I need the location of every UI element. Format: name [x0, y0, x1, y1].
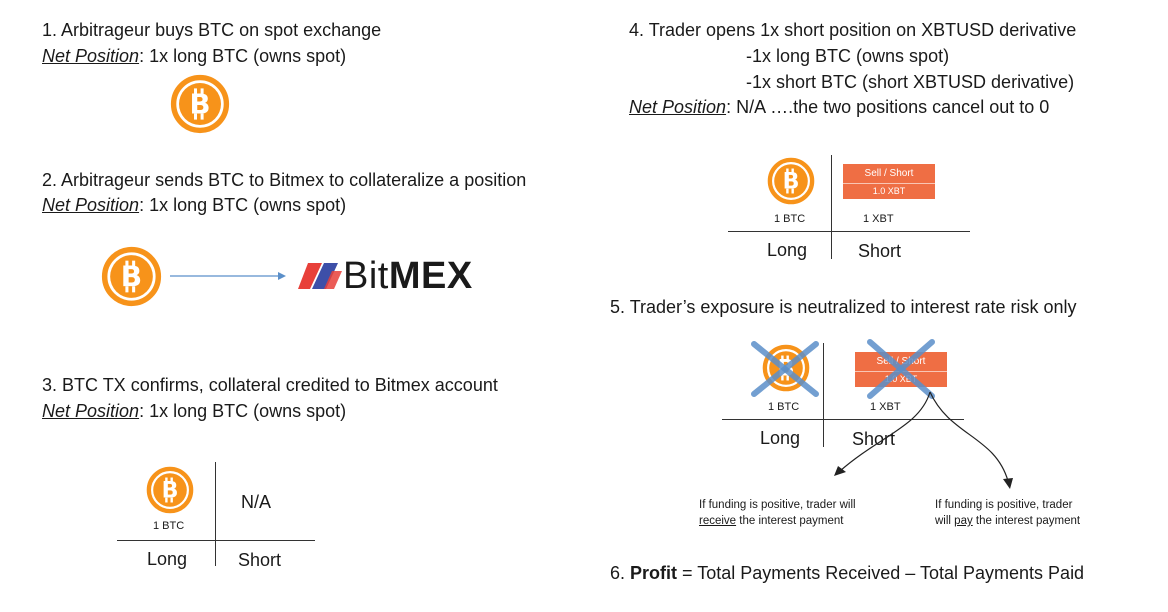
table-divider-horizontal: [728, 231, 970, 232]
branch-arrows: [834, 391, 1013, 489]
bitcoin-icon: [767, 157, 815, 205]
net-position-label: Net Position: [42, 401, 140, 421]
short-label: Short: [858, 241, 902, 261]
long-label: Long: [147, 549, 188, 569]
cross-out-icon: [867, 339, 935, 399]
sell-short-box: Sell / Short 1.0 XBT: [843, 164, 935, 199]
bitmex-logo-text: BitMEX: [343, 255, 473, 297]
table-divider-vertical: [823, 343, 824, 447]
long-label: Long: [767, 240, 808, 260]
net-position-label: Net Position: [42, 46, 140, 66]
step3-title: 3. BTC TX confirms, collateral credited …: [42, 375, 498, 395]
net-position-label: Net Position: [629, 97, 727, 117]
short-value: N/A: [241, 492, 272, 512]
sell-short-box: Sell / Short 1.0 XBT: [855, 352, 947, 387]
net-position-value: : 1x long BTC (owns spot): [139, 46, 347, 66]
short-label: Short: [852, 429, 896, 449]
table-divider-vertical: [215, 462, 216, 566]
long-amount: 1 BTC: [768, 401, 800, 413]
step4-net-position: Net Position: N/A ….the two positions ca…: [629, 96, 1049, 118]
net-position-label: Net Position: [42, 195, 140, 215]
short-amount: 1 XBT: [863, 213, 894, 225]
bitcoin-icon: [101, 246, 162, 307]
long-amount: 1 BTC: [774, 213, 806, 225]
short-amount: 1 XBT: [870, 401, 901, 413]
long-label: Long: [760, 428, 801, 448]
cross-out-icon: [751, 341, 819, 397]
bitmex-logo-icon: [298, 263, 342, 289]
table-divider-vertical: [831, 155, 832, 259]
step4-line1: -1x long BTC (owns spot): [746, 46, 950, 66]
net-position-value: : 1x long BTC (owns spot): [139, 401, 347, 421]
step2-title: 2. Arbitrageur sends BTC to Bitmex to co…: [42, 170, 527, 190]
step6-profit: 6. Profit = Total Payments Received – To…: [610, 563, 1085, 583]
bitcoin-icon: [146, 466, 194, 514]
step1-net-position: Net Position: 1x long BTC (owns spot): [42, 45, 346, 67]
long-amount: 1 BTC: [153, 520, 185, 532]
net-position-value: : 1x long BTC (owns spot): [139, 195, 347, 215]
short-label: Short: [238, 550, 282, 570]
step2-net-position: Net Position: 1x long BTC (owns spot): [42, 194, 346, 216]
table-divider-horizontal: [117, 540, 315, 541]
note-receive: If funding is positive, trader will rece…: [699, 499, 856, 527]
transfer-arrow: [170, 272, 286, 280]
step1-title: 1. Arbitrageur buys BTC on spot exchange: [42, 20, 382, 40]
net-position-value: : N/A ….the two positions cancel out to …: [726, 97, 1050, 117]
step4-title: 4. Trader opens 1x short position on XBT…: [629, 20, 1077, 40]
step5-title: 5. Trader’s exposure is neutralized to i…: [610, 297, 1077, 317]
note-pay: If funding is positive, trader will pay …: [935, 499, 1081, 527]
step4-line2: -1x short BTC (short XBTUSD derivative): [746, 72, 1075, 92]
table-divider-horizontal: [722, 419, 964, 420]
step3-net-position: Net Position: 1x long BTC (owns spot): [42, 400, 346, 422]
bitcoin-icon: [170, 74, 230, 134]
